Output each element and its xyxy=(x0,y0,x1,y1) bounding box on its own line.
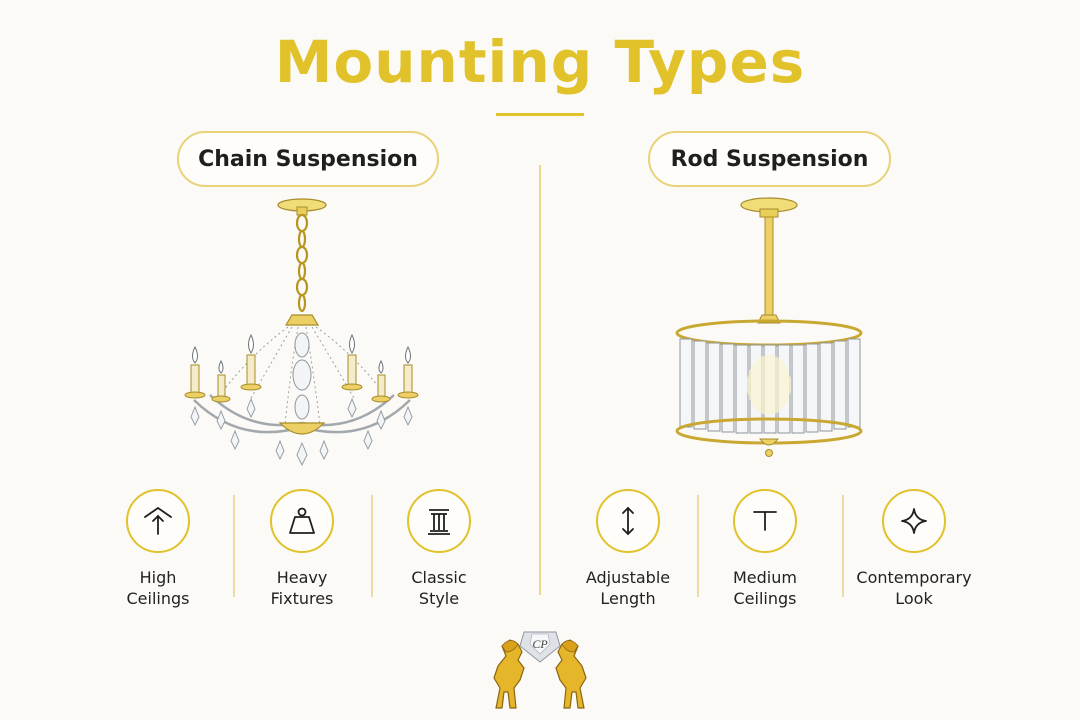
chain-suspension-heading: Chain Suspension xyxy=(177,131,439,187)
feature-divider xyxy=(842,495,844,597)
feature-contemporary-look: Contemporary Look xyxy=(849,489,979,609)
feature-label: Medium Ceilings xyxy=(733,568,797,608)
rod-drum-chandelier-illustration xyxy=(675,197,863,457)
weight-icon xyxy=(270,489,334,553)
title-underline xyxy=(496,113,584,116)
feature-medium-ceilings: Medium Ceilings xyxy=(700,489,830,609)
feature-divider xyxy=(371,495,373,597)
svg-text:CP: CP xyxy=(532,637,548,651)
column-icon xyxy=(407,489,471,553)
feature-adjustable-length: Adjustable Length xyxy=(563,489,693,609)
feature-classic-style: Classic Style xyxy=(374,489,504,609)
feature-divider xyxy=(697,495,699,597)
rod-suspension-heading: Rod Suspension xyxy=(648,131,891,187)
rod-ceiling-icon xyxy=(733,489,797,553)
page-title: Mounting Types xyxy=(274,28,806,96)
feature-label: High Ceilings xyxy=(126,568,190,608)
feature-divider xyxy=(233,495,235,597)
arrow-up-roof-icon xyxy=(126,489,190,553)
sparkle-icon xyxy=(882,489,946,553)
feature-heavy-fixtures: Heavy Fixtures xyxy=(237,489,367,609)
feature-high-ceilings: High Ceilings xyxy=(93,489,223,609)
feature-label: Heavy Fixtures xyxy=(270,568,334,608)
double-arrow-vertical-icon xyxy=(596,489,660,553)
feature-label: Adjustable Length xyxy=(585,568,671,608)
lion-crest-logo: CP xyxy=(493,631,587,709)
feature-label: Classic Style xyxy=(411,568,467,608)
center-divider xyxy=(539,165,541,595)
chain-chandelier-illustration xyxy=(184,198,419,467)
feature-label: Contemporary Look xyxy=(856,568,972,608)
